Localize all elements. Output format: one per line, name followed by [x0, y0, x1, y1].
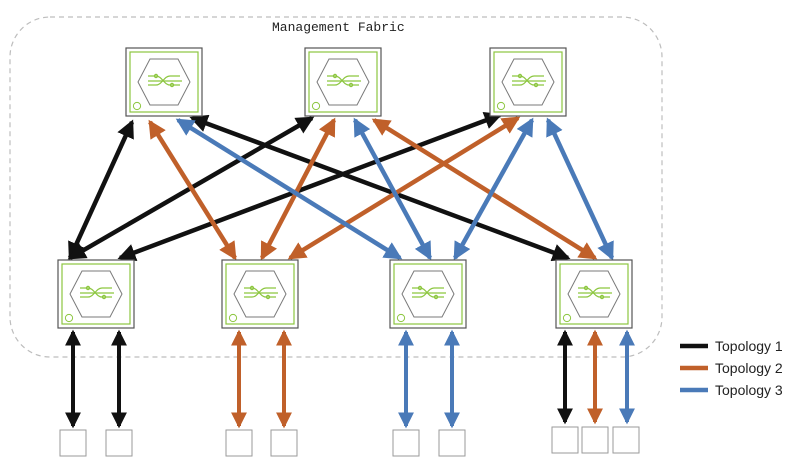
- leaf-switches: [57, 259, 633, 329]
- legend-item-topology-1: Topology 1: [680, 338, 783, 354]
- endpoint-box-icon: [438, 429, 466, 457]
- link-topology-3: [353, 117, 432, 261]
- endpoint-box-icon: [581, 426, 609, 454]
- management-fabric-boundary: [9, 16, 663, 358]
- endpoint-box-icon: [225, 429, 253, 457]
- legend-label: Topology 2: [715, 360, 783, 376]
- link-topology-3: [453, 117, 534, 261]
- endpoints: [59, 426, 640, 457]
- endpoint-box-icon: [59, 429, 87, 457]
- fabric-title-background: [268, 18, 420, 34]
- spine-switch-3: [489, 47, 567, 117]
- legend-label: Topology 1: [715, 338, 783, 354]
- spine-switch-1: [125, 47, 203, 117]
- legend-item-topology-2: Topology 2: [680, 360, 783, 376]
- legend-label: Topology 3: [715, 382, 783, 398]
- link-topology-3: [545, 117, 615, 261]
- spine-switches: [125, 47, 567, 117]
- leaf-switch-4: [555, 259, 633, 329]
- legend-item-topology-3: Topology 3: [680, 382, 783, 398]
- link-topology-1: [189, 114, 571, 262]
- endpoint-box-icon: [392, 429, 420, 457]
- spine-switch-2: [304, 47, 382, 117]
- fabric-title: Management Fabric: [272, 20, 405, 35]
- legend: Topology 1 Topology 2 Topology 3: [680, 338, 783, 398]
- link-topology-1: [117, 111, 503, 262]
- leaf-endpoint-links: [65, 329, 635, 429]
- leaf-switch-3: [389, 259, 467, 329]
- endpoint-box-icon: [105, 429, 133, 457]
- leaf-switch-2: [221, 259, 299, 329]
- endpoint-box-icon: [612, 426, 640, 454]
- link-topology-2: [148, 119, 237, 261]
- spine-leaf-links: [67, 111, 615, 262]
- leaf-switch-1: [57, 259, 135, 329]
- endpoint-box-icon: [551, 426, 579, 454]
- endpoint-box-icon: [270, 429, 298, 457]
